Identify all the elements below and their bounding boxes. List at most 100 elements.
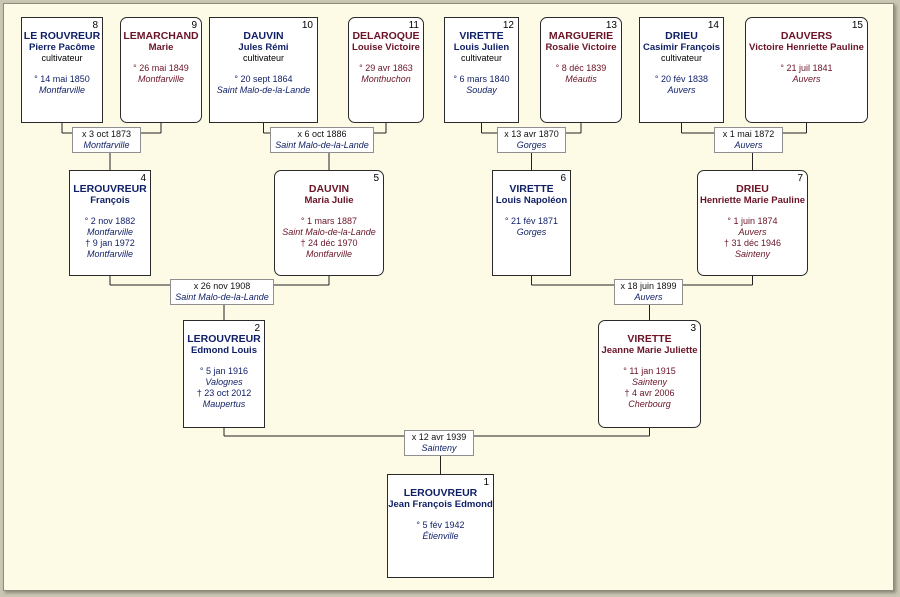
spacer [746, 53, 867, 63]
birth-place: Saint Malo-de-la-Lande [282, 227, 376, 237]
birth-date: ° 1 mars 1887 [300, 216, 358, 226]
sosa-number: 2 [254, 323, 260, 334]
birth-date: ° 21 juil 1841 [780, 63, 833, 73]
birth-date: ° 6 mars 1840 [453, 74, 510, 84]
surname: LEROUVREUR [403, 487, 478, 499]
given-names: François [90, 195, 130, 206]
sosa-number: 9 [191, 20, 197, 31]
birth-place: Gorges [516, 227, 547, 237]
marriage-date: x 1 mai 1872 [722, 129, 775, 139]
sosa-number: 6 [560, 173, 566, 184]
death-date: † 23 oct 2012 [196, 388, 252, 398]
sosa-number: 11 [408, 20, 419, 31]
spacer [22, 64, 102, 74]
surname: VIRETTE [509, 183, 554, 195]
sosa-number: 5 [373, 173, 379, 184]
birth-date: ° 20 sept 1864 [234, 74, 293, 84]
marriage-date: x 13 avr 1870 [504, 129, 559, 139]
given-names: Jeanne Marie Juliette [601, 345, 698, 356]
sosa-number: 8 [92, 20, 98, 31]
occupation: cultivateur [242, 53, 285, 63]
marriage-date: x 18 juin 1899 [620, 281, 677, 291]
spacer [349, 53, 423, 63]
spacer [184, 356, 264, 366]
sosa-number: 7 [797, 173, 803, 184]
birth-place: Sainteny [631, 377, 668, 387]
birth-place: Souday [466, 85, 497, 95]
birth-date: ° 11 jan 1915 [623, 366, 676, 376]
spacer [599, 356, 700, 366]
sosa-number: 4 [140, 173, 146, 184]
surname: VIRETTE [627, 333, 672, 345]
occupation: cultivateur [460, 53, 503, 63]
marriage-date: x 12 avr 1939 [411, 432, 467, 442]
death-place: Cherbourg [628, 399, 671, 409]
spacer [388, 510, 493, 520]
birth-place: Monthuchon [361, 74, 411, 84]
surname: DRIEU [736, 183, 769, 195]
death-place: Montfarville [86, 249, 133, 259]
surname: DAUVERS [780, 30, 833, 42]
spacer [640, 64, 723, 74]
spacer [121, 53, 201, 63]
given-names: Edmond Louis [191, 345, 257, 356]
spacer [445, 64, 518, 74]
given-names: Maria Julie [304, 195, 354, 206]
death-place: Sainteny [734, 249, 771, 259]
marriage-place: Gorges [516, 140, 547, 150]
sosa-number: 14 [707, 20, 719, 31]
given-names: Louise Victoire [352, 42, 420, 53]
birth-place: Valognes [205, 377, 243, 387]
marriage-date: x 26 nov 1908 [193, 281, 251, 291]
death-date: † 9 jan 1972 [85, 238, 135, 248]
marriage-place: Montfarville [83, 140, 130, 150]
birth-place: Montfarville [38, 85, 85, 95]
spacer [493, 206, 570, 216]
birth-place: Auvers [792, 74, 821, 84]
given-names: Louis Julien [453, 42, 510, 53]
sosa-number: 10 [301, 20, 313, 31]
given-names: Louis Napoléon [495, 195, 568, 206]
death-date: † 31 déc 1946 [723, 238, 782, 248]
surname: DAUVIN [308, 183, 350, 195]
death-date: † 24 déc 1970 [300, 238, 358, 248]
birth-place: Étienville [422, 531, 459, 541]
given-names: Casimir François [642, 42, 721, 53]
death-place: Maupertus [202, 399, 246, 409]
marriage-place: Saint Malo-de-la-Lande [175, 292, 269, 302]
death-place: Montfarville [305, 249, 352, 259]
given-names: Rosalie Victoire [545, 42, 617, 53]
birth-date: ° 5 jan 1916 [199, 366, 249, 376]
given-names: Pierre Pacôme [28, 42, 95, 53]
surname: LE ROUVREUR [23, 30, 101, 42]
sosa-number: 3 [690, 323, 696, 334]
marriage-place: Auvers [634, 292, 663, 302]
sosa-number: 15 [851, 20, 863, 31]
birth-date: ° 21 fév 1871 [504, 216, 559, 226]
surname: DRIEU [665, 30, 698, 42]
birth-date: ° 8 déc 1839 [555, 63, 607, 73]
given-names: Marie [148, 42, 174, 53]
